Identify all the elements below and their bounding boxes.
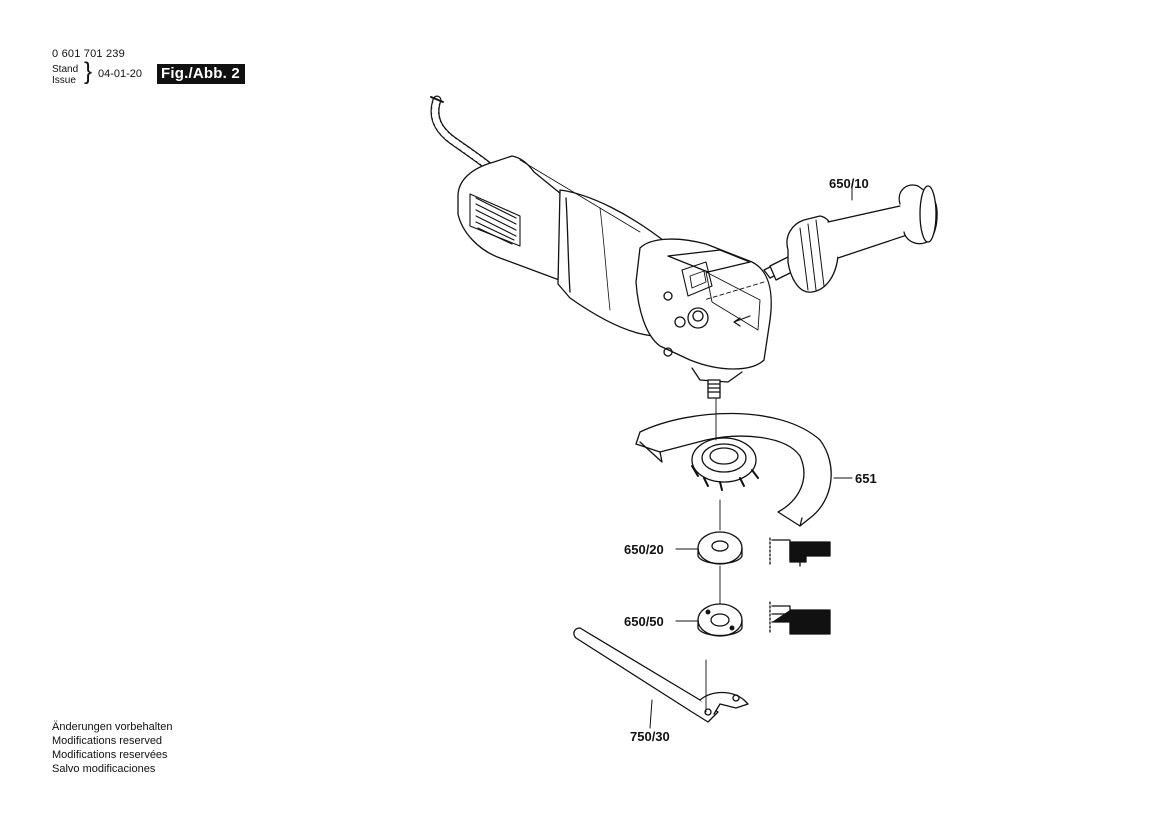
stand-issue-label: Stand Issue	[52, 64, 78, 86]
mounting-flange-illustration	[697, 531, 743, 565]
disclaimer-line-es: Salvo modificaciones	[52, 763, 156, 775]
issue-date: 04-01-20	[98, 68, 143, 80]
power-cord-illustration	[430, 95, 493, 171]
callout-650-50: 650/50	[624, 614, 664, 629]
stand-label: Stand	[52, 64, 79, 75]
callout-750-30: 750/30	[630, 729, 670, 744]
modifications-disclaimer: Änderungen vorbehalten Modifications res…	[52, 720, 172, 776]
callout-650-10: 650/10	[829, 176, 869, 191]
two-pin-spanner-illustration	[573, 627, 749, 723]
flange-section-symbol	[769, 537, 831, 567]
callout-651: 651	[855, 471, 877, 486]
figure-label: Fig./Abb. 2	[157, 64, 245, 84]
callout-650-20: 650/20	[624, 542, 664, 557]
disclaimer-line-fr: Modifications reservées	[52, 749, 168, 761]
wheel-guard-illustration	[635, 412, 832, 527]
side-handle-illustration	[763, 184, 938, 293]
part-number: 0 601 701 239	[52, 48, 125, 60]
angle-grinder-illustration	[457, 155, 772, 399]
clamping-nut-illustration	[697, 603, 743, 637]
disclaimer-line-en: Modifications reserved	[52, 735, 163, 747]
issue-label: Issue	[52, 75, 76, 86]
disclaimer-line-de: Änderungen vorbehalten	[52, 721, 173, 733]
brace-symbol: }	[84, 58, 93, 85]
nut-section-symbol	[769, 601, 831, 635]
